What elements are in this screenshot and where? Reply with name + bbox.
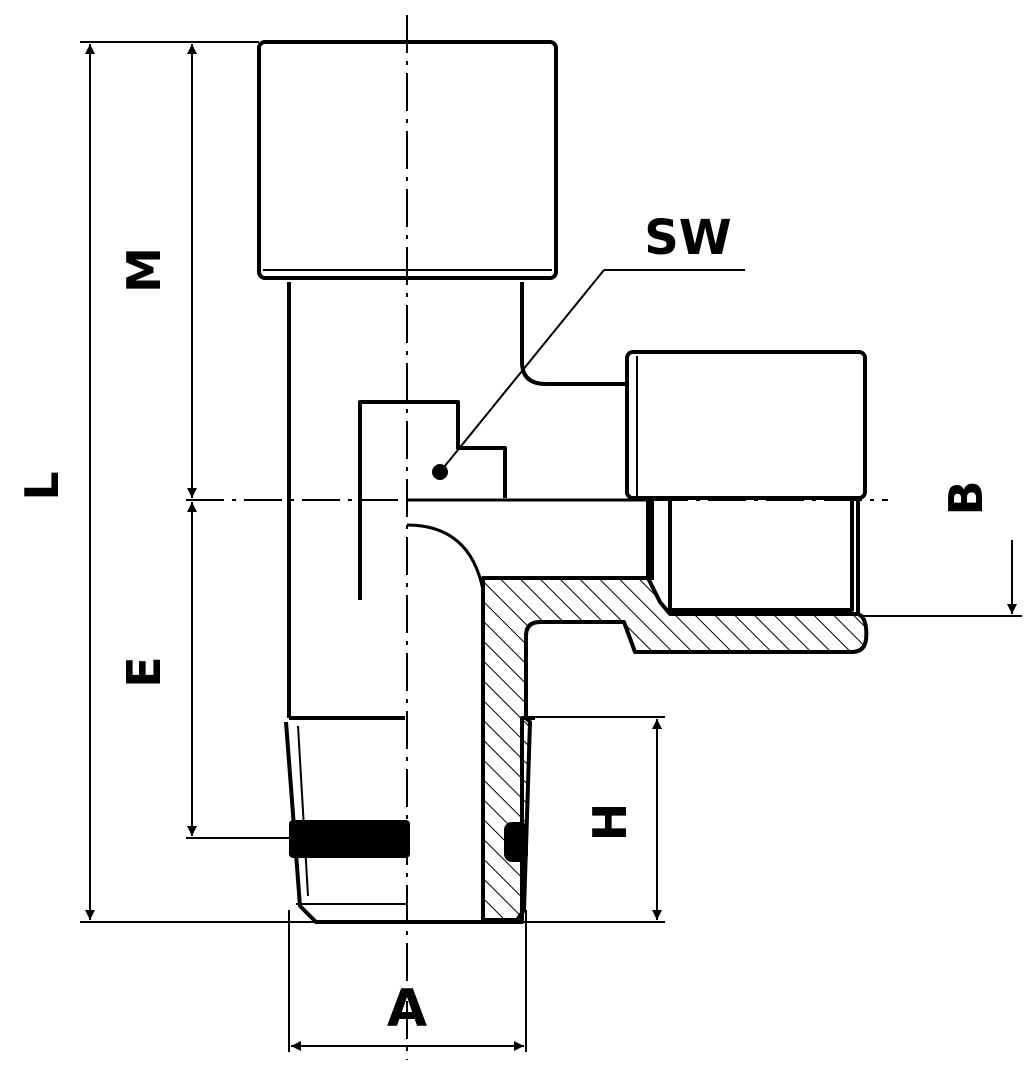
hex-step bbox=[358, 400, 507, 600]
fitting-body bbox=[257, 40, 867, 924]
top-nut bbox=[257, 40, 558, 280]
seal-ring-right bbox=[504, 822, 528, 862]
center-lines bbox=[186, 15, 888, 1060]
side-bore bbox=[646, 500, 860, 616]
label-L: L bbox=[15, 471, 69, 500]
side-nut bbox=[625, 350, 867, 500]
label-E: E bbox=[117, 656, 171, 687]
label-H: H bbox=[583, 803, 637, 842]
label-M: M bbox=[117, 247, 171, 293]
label-A: A bbox=[387, 979, 427, 1039]
dimension-lines bbox=[80, 41, 1022, 1052]
hatched-section bbox=[481, 576, 869, 922]
label-SW: SW bbox=[644, 210, 732, 266]
sw-leader-dot bbox=[432, 464, 448, 480]
inner-bend bbox=[406, 523, 485, 918]
label-B: B bbox=[939, 480, 993, 515]
body-right-upper bbox=[520, 282, 625, 386]
sw-leader bbox=[439, 269, 605, 473]
seal-ring-left bbox=[289, 820, 410, 858]
thread-inner-line bbox=[297, 725, 309, 897]
